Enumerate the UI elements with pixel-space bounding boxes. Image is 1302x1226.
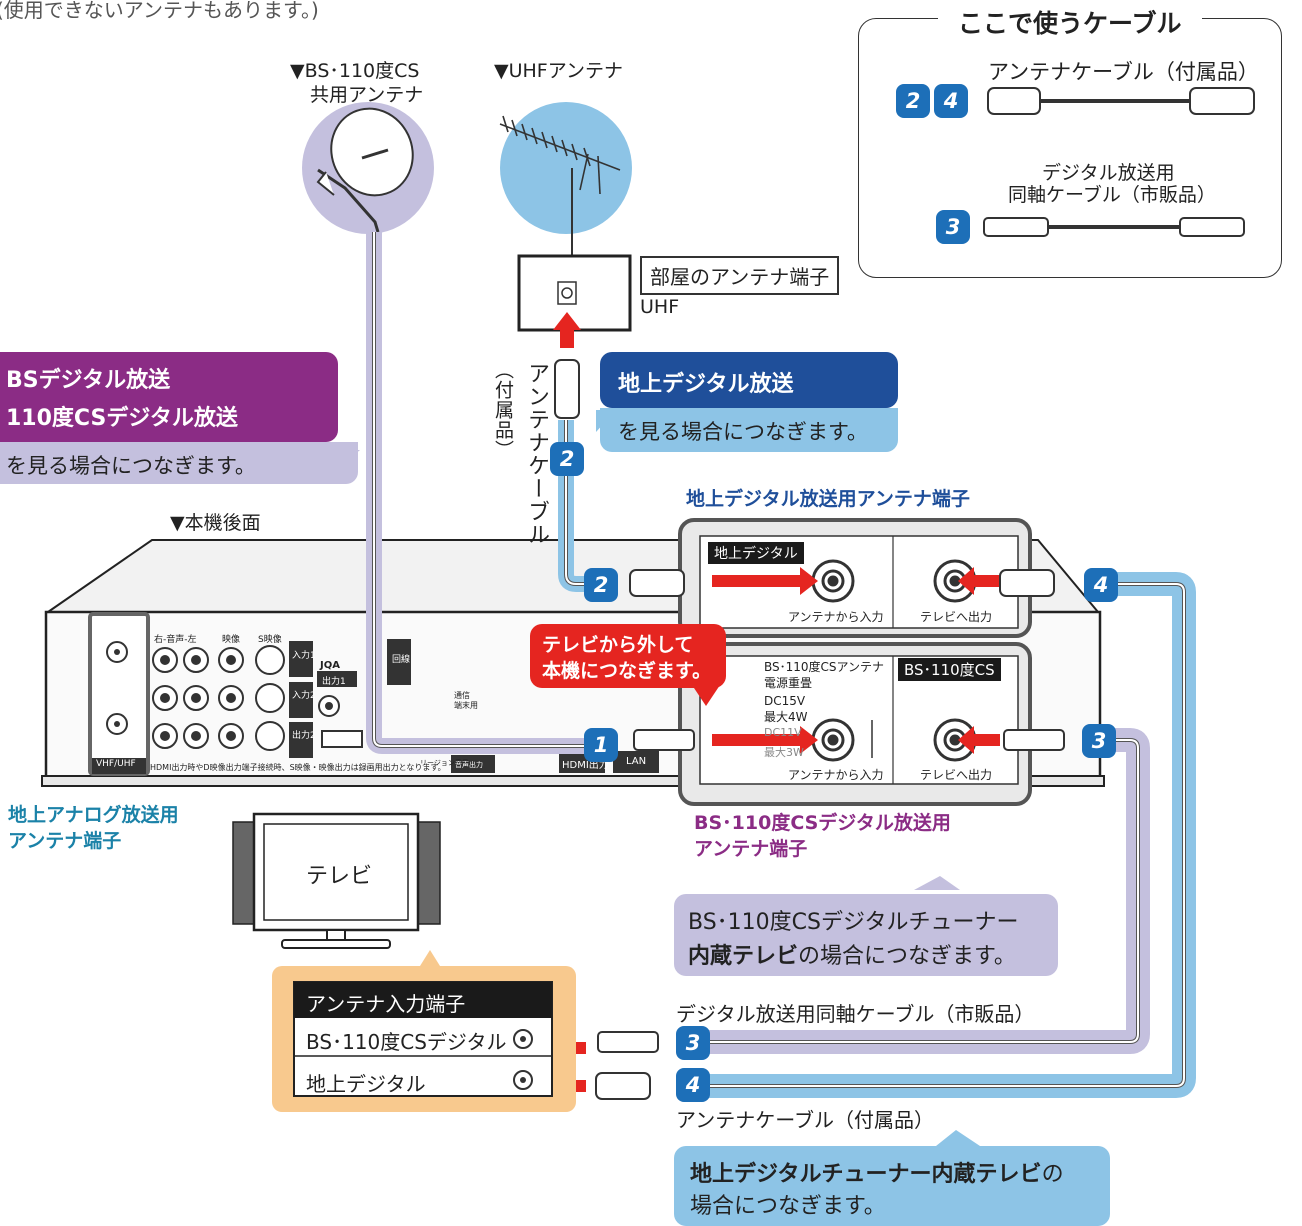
terr-tv-out: テレビへ出力 xyxy=(920,610,993,624)
bs-callout-title-1: BSデジタル放送 xyxy=(6,368,171,393)
legend-cables xyxy=(983,87,1255,237)
legend-coax-line1: デジタル放送用 xyxy=(1042,162,1175,184)
analog-terminal-panel xyxy=(88,612,150,776)
tv-bs-line2: 内蔵テレビの場合につなぎます。 xyxy=(688,944,1016,969)
uhf-yagi-icon xyxy=(499,115,621,255)
arrow-to-outlet xyxy=(553,312,581,348)
tv-input-bs: BS･110度CSデジタル xyxy=(306,1030,507,1054)
panel-label-tanmatsu: 端末用 xyxy=(454,701,478,710)
bs-dish-icon xyxy=(316,107,414,233)
cable-plugs xyxy=(554,359,1065,1100)
tv-input-terr: 地上デジタル xyxy=(306,1072,426,1096)
badge-1: 1 xyxy=(584,728,618,762)
tv-icon xyxy=(232,812,441,949)
legend-badge-3: 3 xyxy=(936,210,970,244)
panel-label-tsushin: 通信 xyxy=(454,691,470,700)
badge-4-device: 4 xyxy=(1084,568,1118,602)
cable-vertical-sub: （付属品） xyxy=(492,360,514,460)
panel-label-in1: 入力1 xyxy=(292,651,316,661)
bs-callout xyxy=(0,352,338,442)
uhf-antenna-label: ▼UHFアンテナ xyxy=(494,60,623,82)
panel-label-audio-out: 音声出力 xyxy=(455,761,483,769)
terr-callout xyxy=(600,352,898,408)
tv-bs-line1: BS･110度CSデジタルチューナー xyxy=(688,910,1019,935)
bs-terminal-title-1: BS･110度CSデジタル放送用 xyxy=(694,812,951,834)
panel-label-audio: 右-音声-左 xyxy=(154,635,197,645)
analog-title-1: 地上アナログ放送用 xyxy=(8,804,179,826)
tv-bs-callout xyxy=(674,894,1058,976)
jqa-logo-text: JQA xyxy=(320,660,340,671)
bs-callout-body-bg xyxy=(0,442,358,484)
badge-2-device: 2 xyxy=(584,568,618,602)
bs-tag: BS･110度CS xyxy=(898,658,1001,681)
panel-label-svideo: S映像 xyxy=(258,635,282,645)
bs-callout-body: を見る場合につなぎます。 xyxy=(6,454,256,478)
panel-label-region: リージョン番号 xyxy=(420,759,469,767)
wall-uhf-label: UHF xyxy=(640,296,680,318)
tv-terr-line2: 場合につなぎます。 xyxy=(690,1194,886,1219)
legend-badge-2: 2 xyxy=(896,84,930,118)
bs-power-2: 電源重畳 xyxy=(764,676,813,690)
bs-dc-1: DC15V xyxy=(764,694,806,708)
terr-tag: 地上デジタル xyxy=(708,542,804,564)
badge-2-vertical: 2 xyxy=(550,442,584,476)
badge-3-device: 3 xyxy=(1082,724,1116,758)
tv-terr-line1: 地上デジタルチューナー内蔵テレビの xyxy=(690,1162,1064,1187)
panel-label-lan: LAN xyxy=(626,756,647,767)
legend-antenna-cable: アンテナケーブル（付属品） xyxy=(988,60,1259,84)
terr-callout-body-bg xyxy=(600,408,898,452)
tv-input-title: アンテナ入力端子 xyxy=(306,992,466,1016)
panel-label-in2: 入力2 xyxy=(292,691,316,701)
uhf-antenna-bg xyxy=(500,102,632,234)
bs-power-1: BS･110度CSアンテナ xyxy=(764,660,885,674)
terr-terminal-title: 地上デジタル放送用アンテナ端子 xyxy=(686,488,970,510)
terr-ant-in: アンテナから入力 xyxy=(788,610,884,624)
bs-dc-3: DC11V xyxy=(764,726,802,739)
rear-label: ▼本機後面 xyxy=(170,512,261,534)
bs-tv-out: テレビへ出力 xyxy=(920,768,993,782)
panel-label-video: 映像 xyxy=(222,635,241,645)
tv-label: テレビ xyxy=(306,864,373,889)
av-jacks xyxy=(152,639,659,773)
legend-coax-line2: 同軸ケーブル（市販品） xyxy=(1008,184,1216,206)
legend-badge-4: 4 xyxy=(934,84,968,118)
badge-4-tv: 4 xyxy=(676,1068,710,1102)
terr-callout-title: 地上デジタル放送 xyxy=(618,372,794,397)
red-callout-line2: 本機につなぎます。 xyxy=(542,660,712,682)
tv-terr-callout xyxy=(674,1146,1110,1226)
bs-terminal-title-2: アンテナ端子 xyxy=(694,838,808,860)
legend-title: ここで使うケーブル xyxy=(938,4,1202,40)
badge-3-tv: 3 xyxy=(676,1026,710,1060)
terr-callout-body: を見る場合につなぎます。 xyxy=(618,420,868,444)
bs-callout-title-2: 110度CSデジタル放送 xyxy=(6,406,238,431)
bs-dc-4: 最大3W xyxy=(764,746,804,759)
analog-title-2: アンテナ端子 xyxy=(8,830,122,852)
panel-label-kaisen: 回線 xyxy=(392,655,411,665)
panel-label-hdmi: HDMI出力 xyxy=(562,760,609,771)
bs-antenna-label-1: ▼BS･110度CS xyxy=(290,60,420,82)
panel-note: HDMI出力時やD映像出力端子接続時、S映像・映像出力は録画用出力となります。 xyxy=(150,763,446,772)
bs-dc-2: 最大4W xyxy=(764,710,808,724)
red-callout xyxy=(530,624,726,688)
red-callout-line1: テレビから外して xyxy=(542,634,694,656)
cable-vertical-label: アンテナケーブル xyxy=(524,362,549,546)
wall-terminal-label: 部屋のアンテナ端子 xyxy=(640,256,840,295)
bs-antenna-label-2: 共用アンテナ xyxy=(310,84,424,106)
panel-label-out1: 出力1 xyxy=(322,677,346,687)
panel-label-out2: 出力2 xyxy=(292,731,316,741)
coax-cable-label: デジタル放送用同軸ケーブル（市販品） xyxy=(676,1002,1035,1026)
antenna-cable-label: アンテナケーブル（付属品） xyxy=(676,1108,934,1132)
vhf-uhf-label: VHF/UHF xyxy=(96,759,136,769)
top-note: (使用できないアンテナもあります。) xyxy=(0,0,319,22)
bs-ant-in: アンテナから入力 xyxy=(788,768,884,782)
